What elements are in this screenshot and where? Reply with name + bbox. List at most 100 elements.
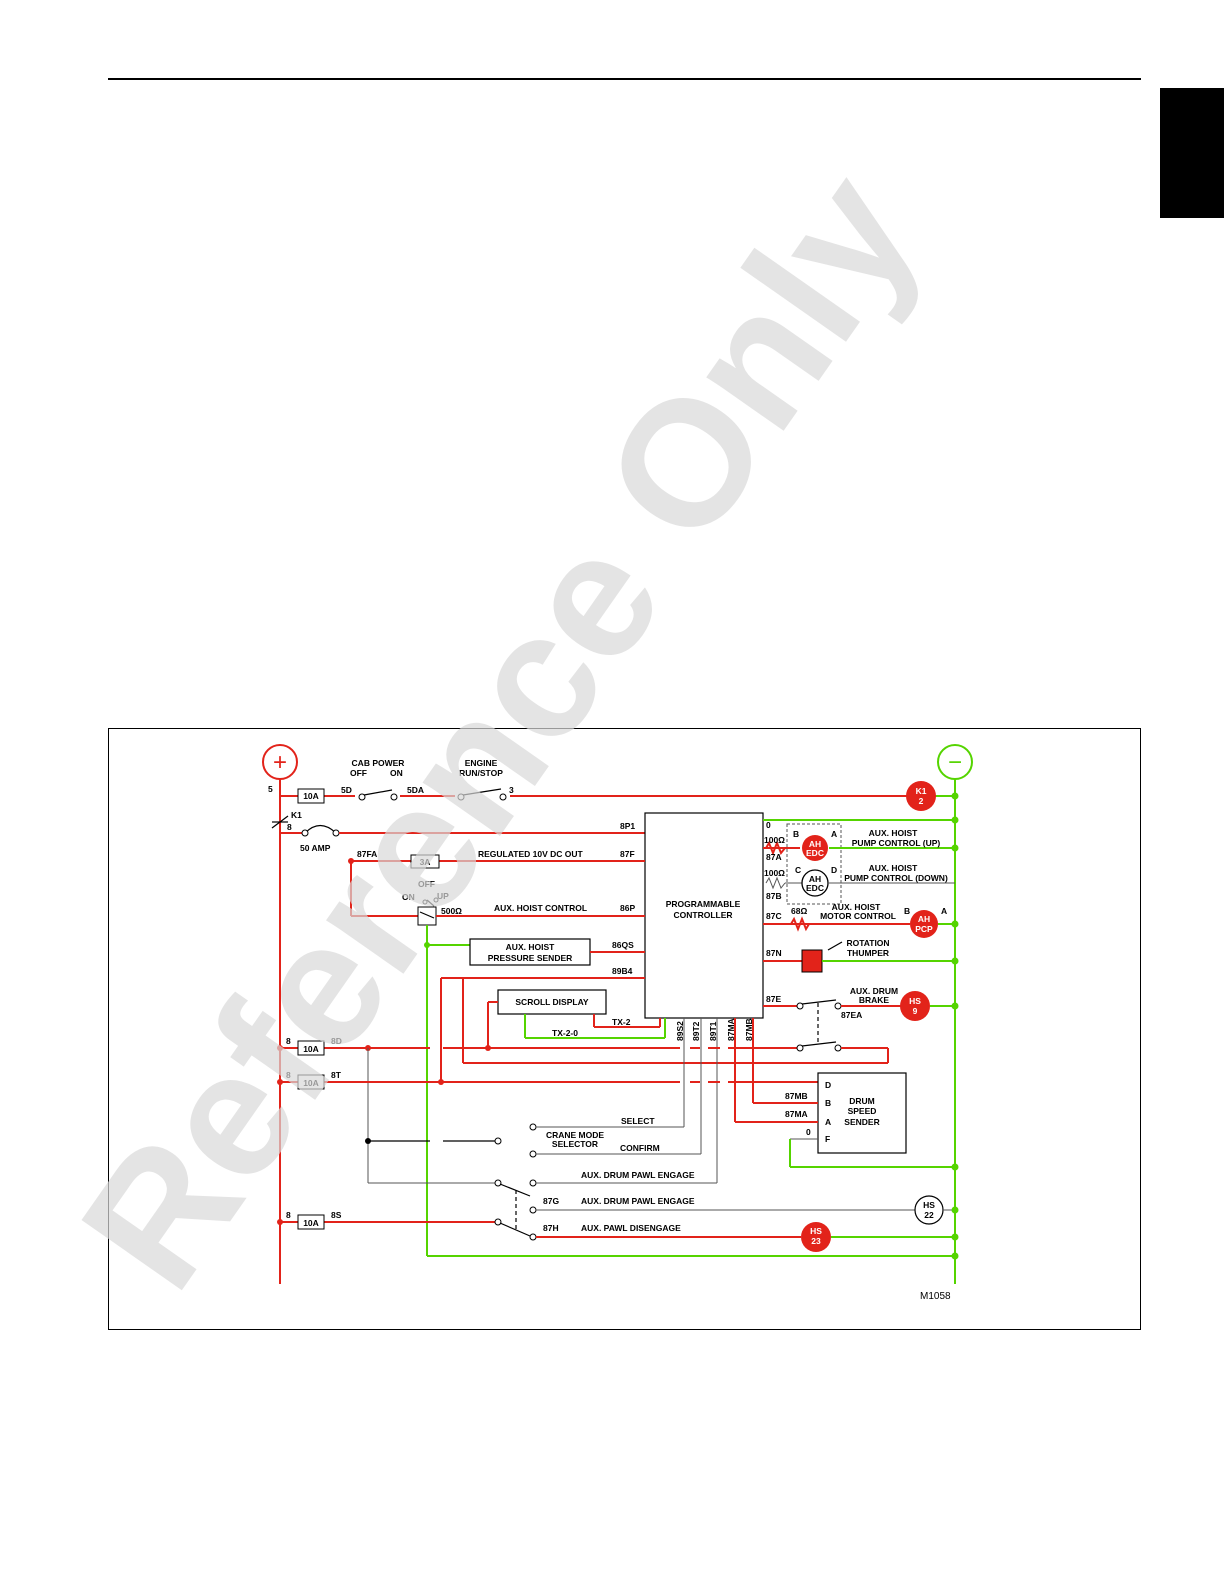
breaker-label: 50 AMP bbox=[300, 843, 331, 853]
pin-label: A bbox=[941, 906, 947, 916]
fuse-3a bbox=[410, 854, 440, 869]
pin-label: B bbox=[904, 906, 910, 916]
pin-label: F bbox=[825, 1134, 830, 1144]
wire-label: 86P bbox=[620, 903, 635, 913]
circuit-breaker bbox=[304, 824, 337, 834]
coil-label: 22 bbox=[924, 1210, 934, 1220]
wire-label: 87MA bbox=[785, 1109, 808, 1119]
wire-label: 8 bbox=[286, 1070, 291, 1080]
load-label: AUX. DRUM bbox=[850, 986, 898, 996]
switch-on-label: ON bbox=[390, 768, 403, 778]
pin-label: C bbox=[795, 865, 801, 875]
wire-label: 87E bbox=[766, 994, 781, 1004]
drum-sender-label: SENDER bbox=[844, 1117, 879, 1127]
sender-label: PRESSURE SENDER bbox=[488, 953, 573, 963]
wire-label: 5D bbox=[341, 785, 352, 795]
wire-label: 87MA bbox=[726, 1018, 736, 1041]
switch-contact bbox=[499, 793, 507, 801]
wire-label: 87FA bbox=[357, 849, 377, 859]
figure-id: M1058 bbox=[920, 1291, 951, 1302]
load-label: PUMP CONTROL (UP) bbox=[852, 838, 941, 848]
relay-label: K1 bbox=[291, 810, 302, 820]
wire-label: 89B4 bbox=[612, 966, 633, 976]
drum-sender-label: DRUM bbox=[849, 1096, 875, 1106]
coil-label: HS bbox=[923, 1200, 935, 1210]
coil-label: 2 bbox=[919, 796, 924, 806]
wire-label: 87C bbox=[766, 911, 782, 921]
cab-power-label: CAB POWER bbox=[352, 758, 405, 768]
wire-label: 5 bbox=[268, 784, 273, 794]
motor-pcp-coil bbox=[910, 910, 938, 938]
pawl-engage-label: AUX. DRUM PAWL ENGAGE bbox=[581, 1196, 695, 1206]
wire-label: 8 bbox=[287, 822, 292, 832]
coil-label: 23 bbox=[811, 1236, 821, 1246]
load-label: PUMP CONTROL (DOWN) bbox=[844, 873, 948, 883]
coil-label: HS bbox=[909, 996, 921, 1006]
load-label: AUX. HOIST bbox=[869, 828, 918, 838]
mode-selector-label: SELECTOR bbox=[552, 1139, 598, 1149]
positive-terminal bbox=[262, 744, 298, 780]
resistor-label: 100Ω bbox=[764, 835, 785, 845]
cab-power-switch bbox=[363, 789, 393, 796]
load-label: AUX. HOIST bbox=[869, 863, 918, 873]
wire-label: 89T1 bbox=[708, 1021, 718, 1041]
pressure-sender bbox=[469, 938, 591, 966]
switch-contact bbox=[390, 793, 398, 801]
coil-label: AH bbox=[918, 914, 930, 924]
wire-label: 89T2 bbox=[691, 1021, 701, 1041]
engine-label: RUN/STOP bbox=[459, 768, 503, 778]
wire-label: 0 bbox=[766, 820, 771, 830]
wire-label: 8D bbox=[331, 1036, 342, 1046]
wire-label: TX-2-0 bbox=[552, 1028, 578, 1038]
regulated-label: REGULATED 10V DC OUT bbox=[478, 849, 583, 859]
fuse-label: 10A bbox=[303, 1218, 319, 1228]
coil-label: HS bbox=[810, 1226, 822, 1236]
wire-label: 86QS bbox=[612, 940, 634, 950]
negative-symbol: − bbox=[948, 749, 962, 776]
wire-label: 0 bbox=[806, 1127, 811, 1137]
pin-label: D bbox=[831, 865, 837, 875]
pin-label: D bbox=[825, 1080, 831, 1090]
resistor-label: 100Ω bbox=[764, 868, 785, 878]
switch-contact bbox=[457, 793, 465, 801]
select-label: SELECT bbox=[621, 1116, 655, 1126]
switch-up-label: UP bbox=[437, 891, 449, 901]
drum-speed-sender bbox=[817, 1072, 907, 1154]
pin-label: A bbox=[825, 1117, 831, 1127]
wire-label: 89S2 bbox=[675, 1021, 685, 1041]
engine-label: ENGINE bbox=[465, 758, 498, 768]
wire-label: 8 bbox=[286, 1210, 291, 1220]
edc-valve-housing bbox=[786, 823, 842, 905]
hoist-control-potentiometer bbox=[417, 906, 437, 926]
wire-label: 8 bbox=[286, 1036, 291, 1046]
resistor-label: 500Ω bbox=[441, 906, 462, 916]
pawl-switch bbox=[499, 1183, 531, 1197]
k1-relay-coil bbox=[906, 781, 936, 811]
mode-selector-label: CRANE MODE bbox=[546, 1130, 604, 1140]
load-label: MOTOR CONTROL bbox=[820, 911, 896, 921]
wire-label: 87H bbox=[543, 1223, 559, 1233]
wire-label: 5DA bbox=[407, 785, 424, 795]
wire-label: 87EA bbox=[841, 1010, 862, 1020]
confirm-label: CONFIRM bbox=[620, 1143, 660, 1153]
wire-label: TX-2 bbox=[612, 1017, 631, 1027]
positive-symbol: + bbox=[273, 749, 287, 776]
pawl-disengage-label: AUX. PAWL DISENGAGE bbox=[581, 1223, 681, 1233]
controller-label: PROGRAMMABLE bbox=[666, 899, 741, 909]
pin-label: B bbox=[793, 829, 799, 839]
coil-label: 9 bbox=[913, 1006, 918, 1016]
sender-label: AUX. HOIST bbox=[506, 942, 555, 952]
load-label: THUMPER bbox=[847, 948, 889, 958]
section-tab bbox=[1160, 88, 1224, 218]
fuse-label: 3A bbox=[420, 857, 431, 867]
negative-terminal bbox=[937, 744, 973, 780]
controller-label: CONTROLLER bbox=[673, 910, 732, 920]
fuse-label: 10A bbox=[303, 1044, 319, 1054]
scroll-display-label: SCROLL DISPLAY bbox=[515, 997, 589, 1007]
fuse-label: 10A bbox=[303, 791, 319, 801]
pump-up-edc-coil bbox=[802, 835, 828, 861]
scroll-display bbox=[497, 989, 607, 1015]
load-label: BRAKE bbox=[859, 995, 890, 1005]
coil-label: K1 bbox=[916, 786, 927, 796]
